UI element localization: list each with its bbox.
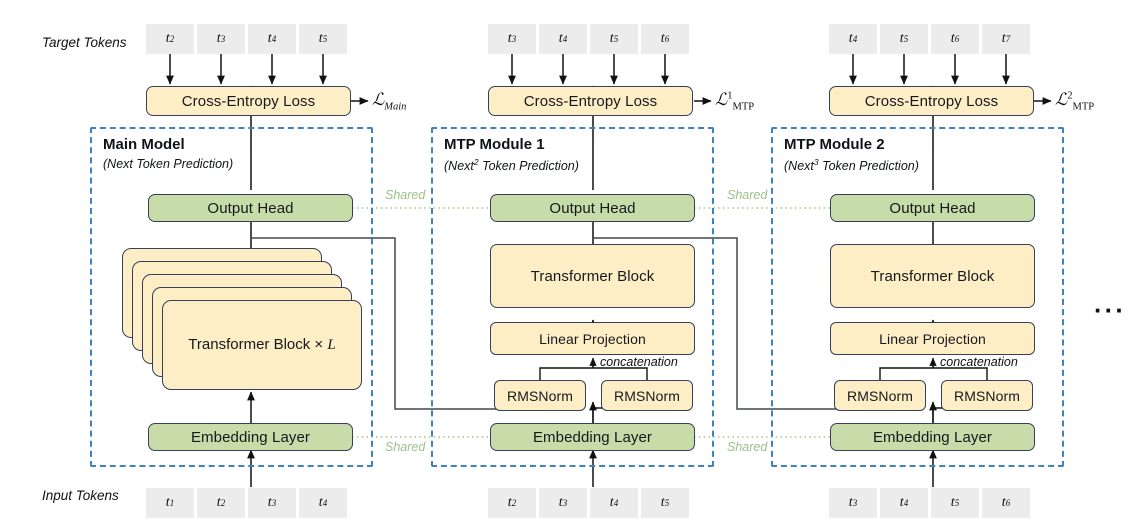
target-tokens-row-label: Target Tokens bbox=[42, 35, 127, 50]
output-head-mtp2[interactable]: Output Head bbox=[830, 194, 1035, 222]
concatenation-label-mtp2: concatenation bbox=[940, 355, 1018, 369]
embedding-layer-mtp1[interactable]: Embedding Layer bbox=[490, 423, 695, 451]
input-tokens-row-label: Input Tokens bbox=[42, 488, 119, 503]
rmsnorm-left-mtp2[interactable]: RMSNorm bbox=[834, 380, 926, 411]
module-subtitle-mtp-module-1: (Next2 Token Prediction) bbox=[444, 157, 579, 174]
linear-projection-mtp2[interactable]: Linear Projection bbox=[830, 322, 1035, 355]
module-subtitle-mtp-module-2: (Next3 Token Prediction) bbox=[784, 157, 919, 174]
loss-label-mtp1: ℒ1MTP bbox=[715, 90, 755, 113]
transformer-stack-main: Transformer Block × L bbox=[122, 248, 362, 392]
rmsnorm-right-mtp1[interactable]: RMSNorm bbox=[601, 380, 693, 411]
cross-entropy-loss-mtp2[interactable]: Cross-Entropy Loss bbox=[829, 86, 1034, 116]
rmsnorm-right-mtp2[interactable]: RMSNorm bbox=[941, 380, 1033, 411]
module-frame-mtp-module-1 bbox=[431, 127, 714, 467]
transformer-block-main-label: Transformer Block × L bbox=[188, 336, 336, 353]
module-subtitle-main-model: (Next Token Prediction) bbox=[103, 157, 234, 171]
linear-projection-mtp1[interactable]: Linear Projection bbox=[490, 322, 695, 355]
transformer-block-main[interactable]: Transformer Block × L bbox=[162, 300, 362, 390]
cross-entropy-loss-mtp1[interactable]: Cross-Entropy Loss bbox=[488, 86, 693, 116]
concatenation-label-mtp1: concatenation bbox=[600, 355, 678, 369]
embedding-layer-main[interactable]: Embedding Layer bbox=[148, 423, 353, 451]
shared-label-output-head-2: Shared bbox=[727, 188, 768, 202]
transformer-block-mtp1[interactable]: Transformer Block bbox=[490, 244, 695, 308]
module-title-mtp-module-1: MTP Module 1 bbox=[444, 136, 545, 153]
module-frame-mtp-module-2 bbox=[771, 127, 1064, 467]
output-head-mtp1[interactable]: Output Head bbox=[490, 194, 695, 222]
shared-label-output-head-1: Shared bbox=[385, 188, 426, 202]
module-title-main-model: Main Model bbox=[103, 136, 185, 153]
module-title-mtp-module-2: MTP Module 2 bbox=[784, 136, 885, 153]
shared-label-embedding-2: Shared bbox=[727, 440, 768, 454]
loss-label-main: ℒMain bbox=[372, 90, 407, 113]
ellipsis-more-modules: ··· bbox=[1094, 295, 1126, 325]
cross-entropy-loss-main[interactable]: Cross-Entropy Loss bbox=[146, 86, 351, 116]
module-frame-main-model bbox=[90, 127, 373, 467]
loss-label-mtp2: ℒ2MTP bbox=[1055, 90, 1095, 113]
rmsnorm-left-mtp1[interactable]: RMSNorm bbox=[494, 380, 586, 411]
embedding-layer-mtp2[interactable]: Embedding Layer bbox=[830, 423, 1035, 451]
shared-label-embedding-1: Shared bbox=[385, 440, 426, 454]
output-head-main[interactable]: Output Head bbox=[148, 194, 353, 222]
transformer-block-mtp2[interactable]: Transformer Block bbox=[830, 244, 1035, 308]
